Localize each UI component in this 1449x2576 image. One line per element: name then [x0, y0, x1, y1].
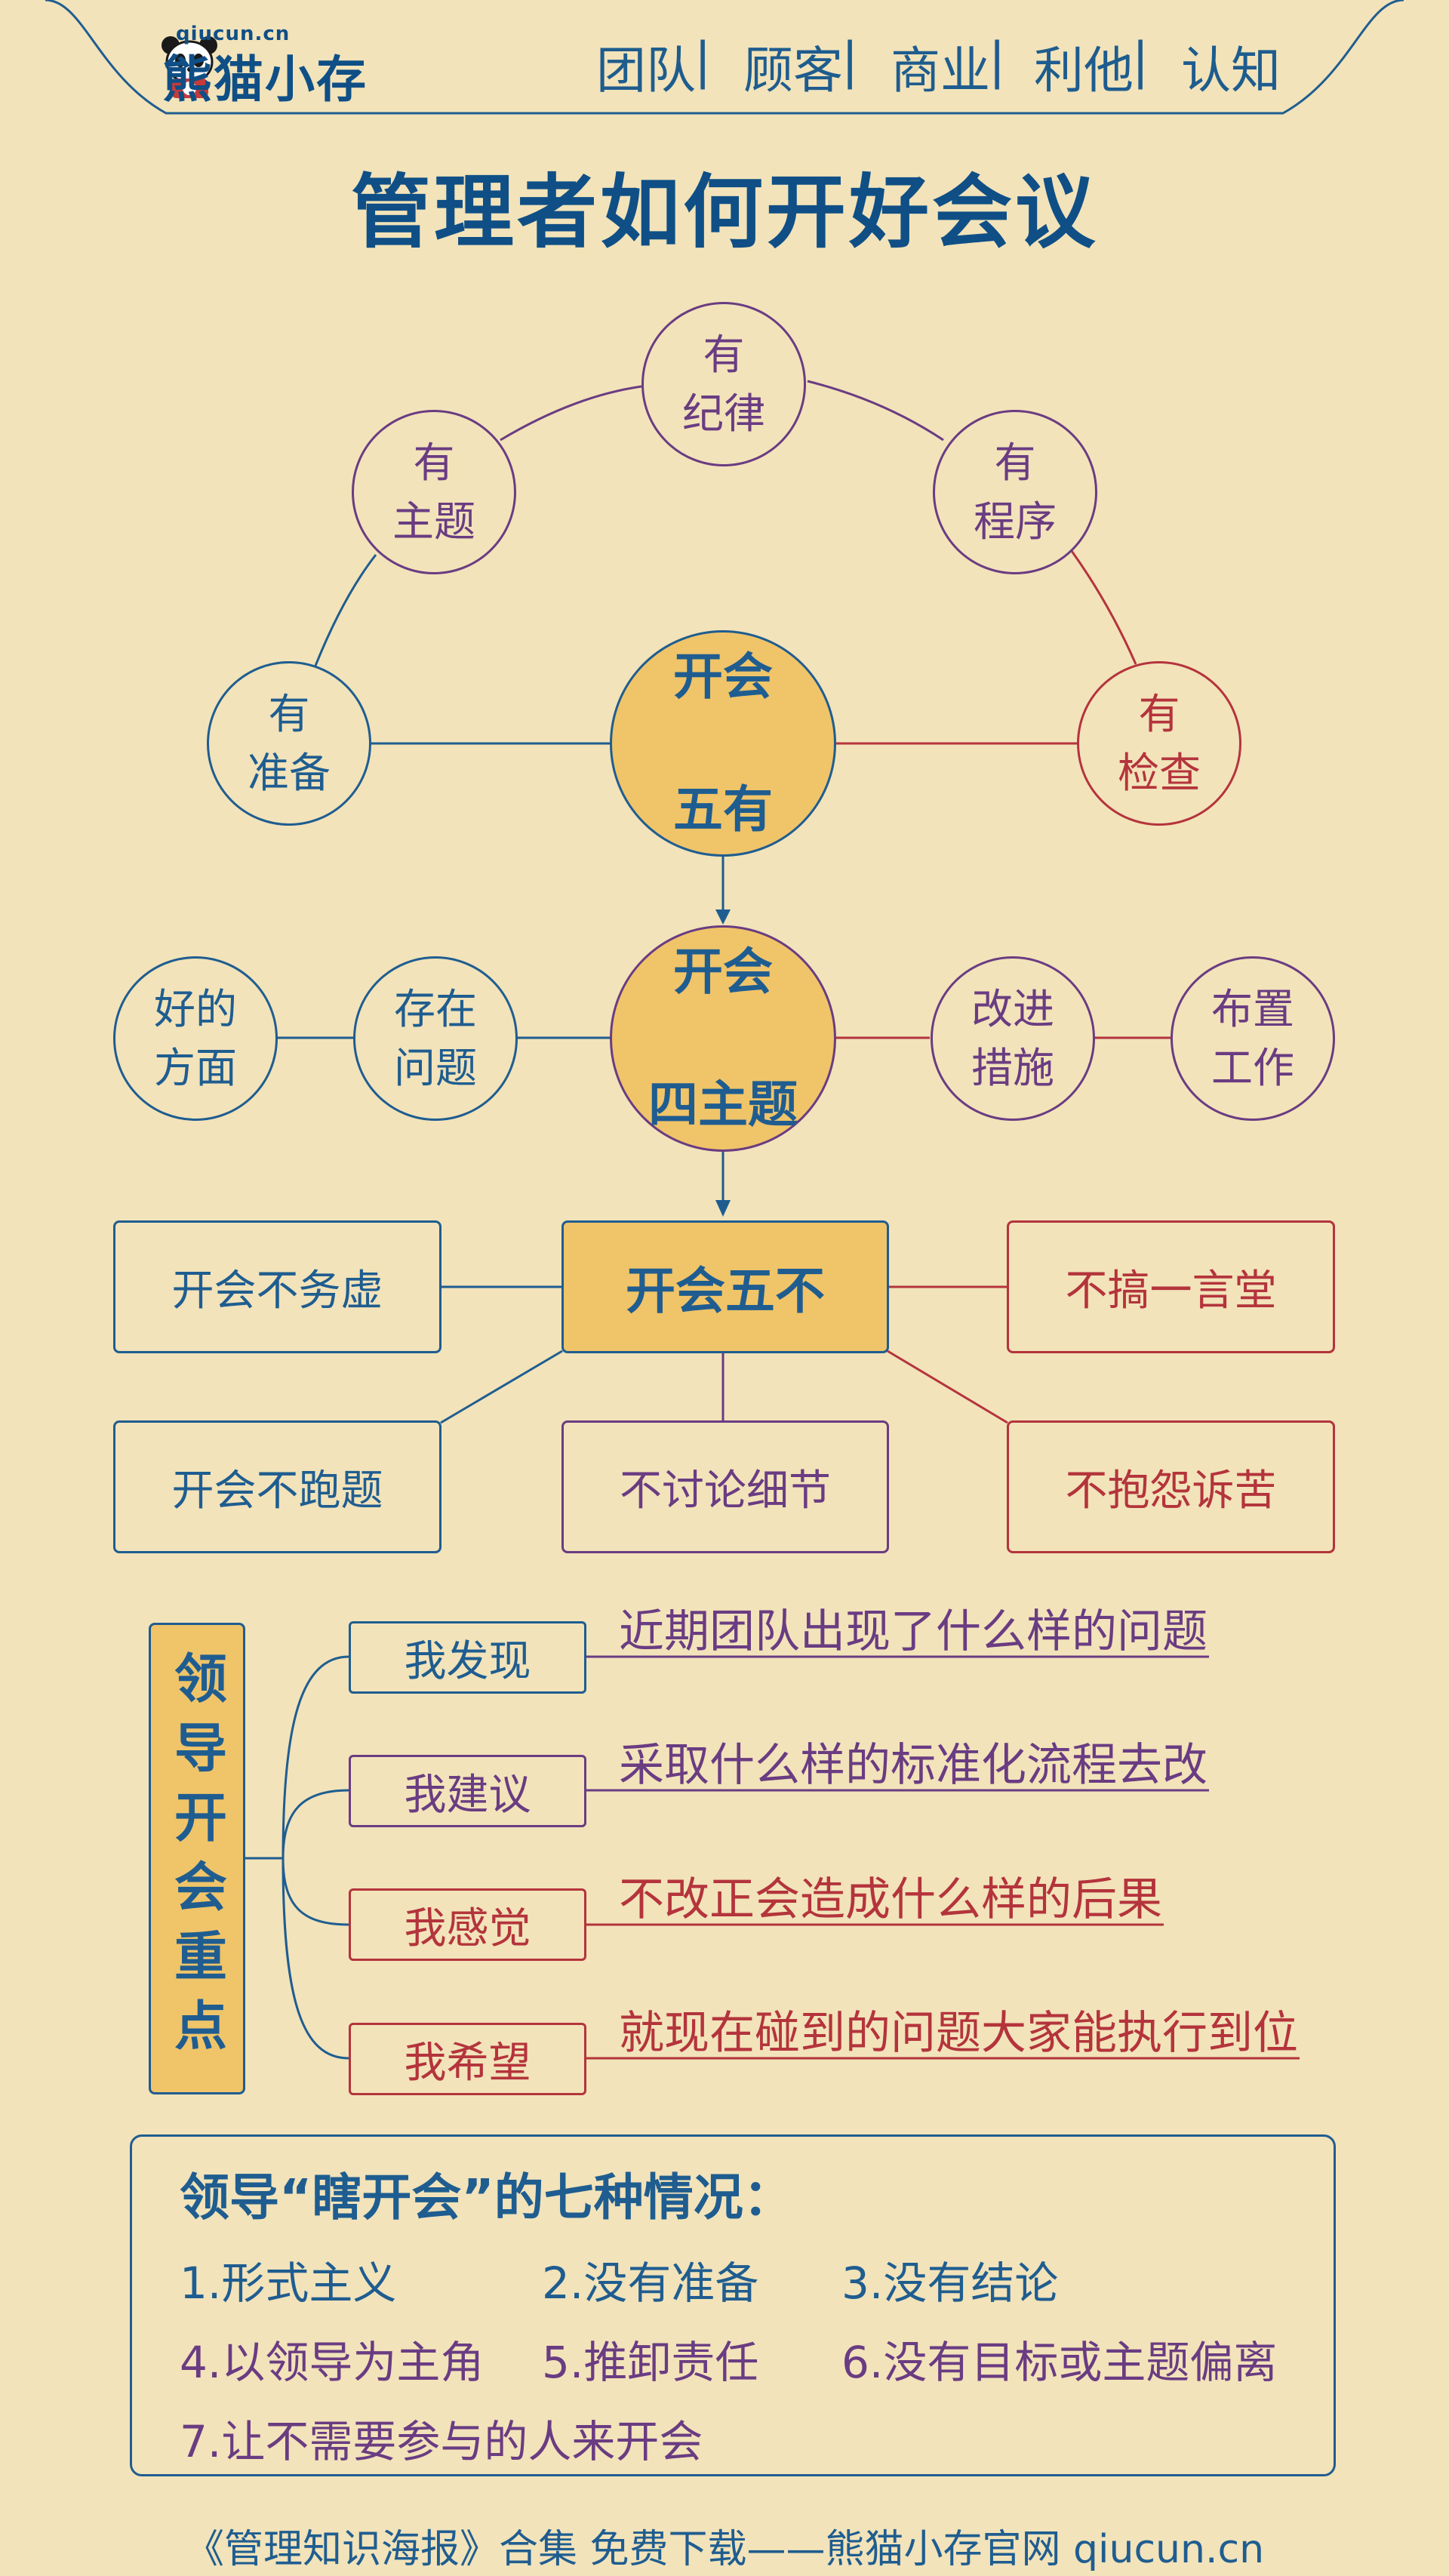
hub-line: 五有: [673, 780, 773, 839]
brand-url[interactable]: qiucun.cn: [176, 23, 291, 45]
case-item-6: 6.没有目标或主题偏离: [841, 2337, 1278, 2388]
footer-text[interactable]: 《管理知识海报》合集 免费下载——熊猫小存官网 qiucun.cn: [184, 2527, 1265, 2572]
case-item-7: 7.让不需要参与的人来开会: [180, 2416, 703, 2467]
node-line: 问题: [393, 1044, 477, 1092]
arc-prep-theme: [314, 554, 377, 666]
node-line: 有: [703, 331, 745, 379]
node-line: 检查: [1117, 749, 1201, 797]
brand-name: 熊猫小存: [162, 51, 368, 109]
box-no-complaints: 不抱怨诉苦: [1007, 1420, 1335, 1553]
node-line: 存在: [393, 985, 477, 1033]
page-title: 管理者如何开好会议: [351, 166, 1098, 259]
hub-four-topics: 开会四主题: [610, 925, 836, 1152]
node-good-aspects: 好的方面: [113, 956, 278, 1121]
hub-line: 开会: [673, 943, 773, 1001]
bracket-1: [281, 1655, 349, 1859]
line-nots-bl: [440, 1350, 563, 1424]
bracket-2: [281, 1789, 349, 1859]
nav-item-altruism[interactable]: 利他: [1034, 42, 1134, 100]
node-procedure: 有程序: [933, 410, 1097, 574]
desc-suggest: 采取什么样的标准化流程去改: [619, 1739, 1208, 1792]
nav-separator: |: [841, 32, 859, 90]
desc-discover: 近期团队出现了什么样的问题: [619, 1605, 1208, 1658]
node-improvement: 改进措施: [931, 956, 1095, 1121]
case-item-4: 4.以领导为主角: [180, 2337, 485, 2388]
hub-line: 开会: [673, 648, 773, 706]
seven-cases-card: [130, 2134, 1336, 2476]
arrowhead-2: [715, 1200, 731, 1217]
node-line: 方面: [153, 1044, 237, 1092]
node-line: 程序: [973, 497, 1057, 546]
tag-suggest: 我建议: [349, 1755, 586, 1827]
case-item-5: 5.推卸责任: [542, 2337, 759, 2388]
node-preparation: 有准备: [207, 661, 371, 826]
node-check: 有检查: [1077, 661, 1241, 826]
tag-hope: 我希望: [349, 2023, 586, 2095]
box-no-off-topic: 开会不跑题: [113, 1420, 441, 1553]
node-line: 有: [994, 439, 1036, 487]
nav-item-customer[interactable]: 顾客: [743, 42, 843, 100]
case-item-1: 1.形式主义: [180, 2257, 397, 2309]
hub-five-haves: 开会五有: [610, 630, 836, 857]
node-line: 措施: [971, 1044, 1054, 1092]
arc-procedure-check: [1070, 550, 1137, 665]
bracket-4: [281, 1857, 349, 2060]
node-line: 工作: [1211, 1044, 1294, 1092]
case-item-3: 3.没有结论: [841, 2257, 1059, 2309]
node-line: 有: [268, 690, 310, 738]
tag-feel: 我感觉: [349, 1888, 586, 1961]
node-line: 改进: [971, 985, 1054, 1033]
box-no-details: 不讨论细节: [561, 1420, 889, 1553]
node-theme: 有主题: [352, 410, 516, 574]
nav-item-team[interactable]: 团队: [596, 42, 696, 100]
box-no-one-voice: 不搞一言堂: [1007, 1220, 1335, 1353]
arrowhead-1: [715, 909, 731, 925]
case-item-2: 2.没有准备: [542, 2257, 759, 2309]
node-line: 纪律: [681, 389, 765, 438]
node-line: 有: [1138, 690, 1180, 738]
tag-discover: 我发现: [349, 1621, 586, 1694]
leader-focus-label: 领导开会重点: [149, 1623, 245, 2094]
node-line: 有: [413, 439, 455, 487]
header-curve: [45, 0, 1404, 115]
node-existing-problems: 存在问题: [353, 956, 518, 1121]
leader-focus-text: 领导开会重点: [165, 1650, 228, 2067]
seven-cases-title: 领导“瞎开会”的七种情况：: [180, 2168, 793, 2227]
node-line: 好的: [153, 985, 237, 1033]
nav-item-business[interactable]: 商业: [891, 42, 990, 100]
node-line: 布置: [1211, 985, 1294, 1033]
nav-separator: |: [1132, 32, 1149, 90]
line-nots-br: [887, 1350, 1008, 1424]
hub-five-nots: 开会五不: [561, 1220, 889, 1353]
node-line: 准备: [247, 749, 331, 797]
hub-line: 四主题: [648, 1076, 798, 1134]
arc-discipline-procedure: [807, 380, 944, 442]
bracket-3: [281, 1857, 349, 1926]
nav-item-cognition[interactable]: 认知: [1181, 42, 1281, 100]
desc-feel: 不改正会造成什么样的后果: [619, 1873, 1162, 1926]
desc-hope: 就现在碰到的问题大家能执行到位: [619, 2007, 1298, 2060]
node-line: 主题: [392, 497, 475, 546]
node-assign-work: 布置工作: [1171, 956, 1335, 1121]
box-no-empty-talk: 开会不务虚: [113, 1220, 441, 1353]
arc-theme-discipline: [500, 385, 642, 442]
panda-logo-icon: [162, 36, 217, 98]
nav-separator: |: [989, 32, 1006, 90]
node-discipline: 有纪律: [641, 302, 806, 466]
nav-separator: |: [694, 32, 712, 90]
